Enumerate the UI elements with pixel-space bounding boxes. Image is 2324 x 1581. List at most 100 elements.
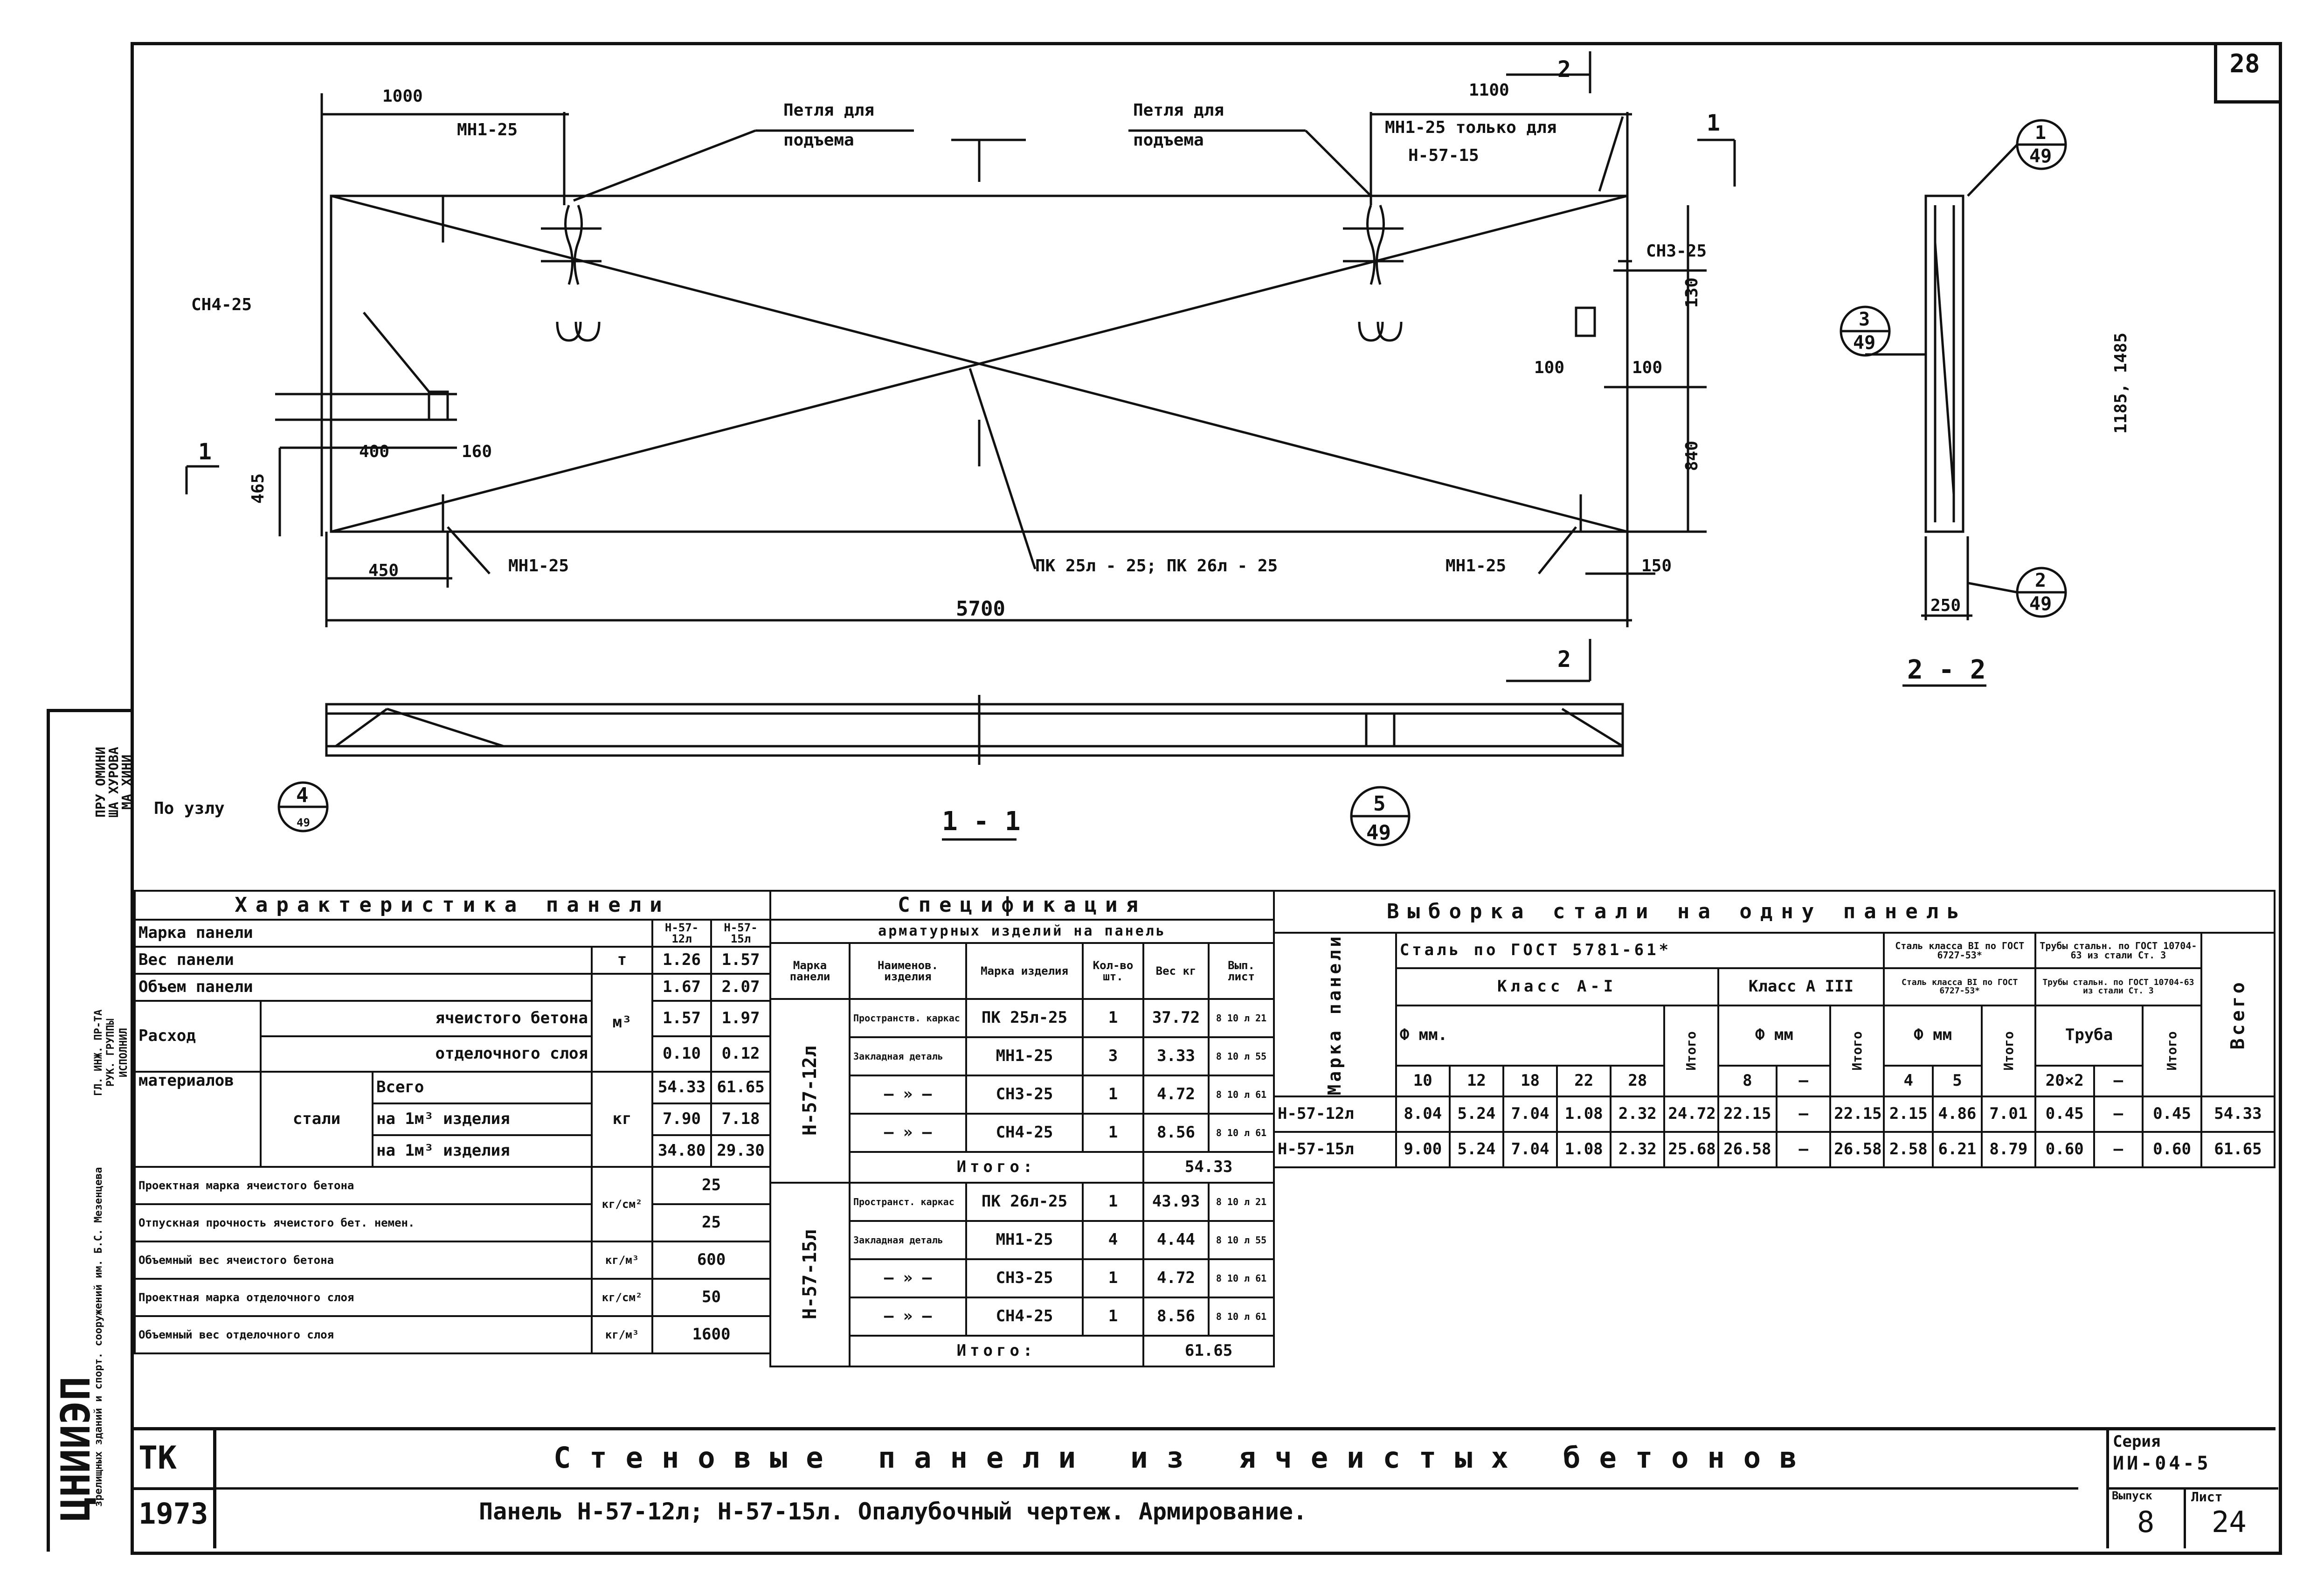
spec-row-mark: ПК 25л-25 [965, 998, 1084, 1038]
spec-row-name: — » — [849, 1075, 967, 1115]
issue-divider [2184, 1487, 2186, 1548]
steel-cell: 5.24 [1448, 1130, 1504, 1168]
materials-label: материалов [134, 1071, 262, 1168]
side-stamp-org-sub: зрелищных зданий и спорт. сооружений им.… [93, 1167, 104, 1507]
spec-total-1: 54.33 [1142, 1151, 1275, 1184]
dim-130: 130 [1682, 277, 1702, 308]
steel-diam: 12 [1448, 1064, 1504, 1097]
spec-h-weight: Вес кг [1142, 942, 1210, 1000]
tk-divider [134, 1487, 213, 1490]
issue-value: 8 [2137, 1505, 2155, 1539]
panel-elevation [330, 194, 1629, 533]
steel-cell: — [2093, 1095, 2144, 1133]
steel-pipe-size: 20×2 [2034, 1064, 2095, 1097]
section-mark-2-top: 2 [1557, 56, 1571, 83]
label-sn4: СН4-25 [191, 295, 252, 314]
steel-class-a3: Класс А III [1717, 967, 1885, 1006]
steel-cell: — [2093, 1130, 2144, 1168]
spec-row-qty: 1 [1082, 1075, 1144, 1115]
weight-a: 1.26 [651, 946, 712, 975]
spec-row-name: Закладная деталь [849, 1220, 967, 1260]
dim-465: 465 [249, 473, 268, 504]
prop-unit-1: кг/см² [591, 1166, 653, 1242]
steel-item-a: 7.90 [651, 1103, 712, 1136]
steel-row-mark: Н-57-12л [1273, 1095, 1397, 1133]
mn1-only-1: МН1-25 только для [1385, 118, 1556, 137]
weight-label: Вес панели [134, 946, 593, 975]
title-block: ТК 1973 Стеновые панели из ячеистых бето… [134, 1427, 2278, 1552]
steel-cell: 8.04 [1395, 1095, 1451, 1133]
spec-row-qty: 4 [1082, 1220, 1144, 1260]
spec-total-2: 61.65 [1142, 1335, 1275, 1367]
spec-row-mark: МН1-25 [965, 1220, 1084, 1260]
finish-b: 0.12 [710, 1035, 772, 1073]
series-divider [2109, 1487, 2278, 1490]
spec-row-qty: 1 [1082, 1113, 1144, 1153]
spec-row-qty: 3 [1082, 1036, 1144, 1076]
label-mn1-top: МН1-25 [457, 120, 518, 139]
spec-row-weight: 3.33 [1142, 1036, 1210, 1076]
spec-total-label-1: Итого: [849, 1151, 1144, 1184]
steel-cell: 61.65 [2200, 1130, 2276, 1168]
spec-row-name: — » — [849, 1258, 967, 1298]
steel-conc-label: на 1м³ изделия [372, 1134, 593, 1168]
steel-bt-label: Сталь класса ВI по ГОСТ 6727-53* [1883, 932, 2036, 969]
spec-row-weight: 37.72 [1142, 998, 1210, 1038]
steel-gost-label: Сталь по ГОСТ 5781-61* [1395, 932, 1885, 969]
spec-row-mark: СН3-25 [965, 1258, 1084, 1298]
title-divider [213, 1487, 2078, 1490]
spec-h-qty: Кол-во шт. [1082, 942, 1144, 1000]
section-1-1-strip [325, 703, 1624, 757]
steel-cell: 24.72 [1663, 1095, 1719, 1133]
spec-row-mark: МН1-25 [965, 1036, 1084, 1076]
finish-label: отделочного слоя [260, 1035, 593, 1073]
steel-cell: — [1776, 1095, 1832, 1133]
volume-a: 1.67 [651, 973, 712, 1002]
prop-value-3: 600 [651, 1241, 772, 1280]
spec-total-label-2: Итого: [849, 1335, 1144, 1367]
prop-value-2: 25 [651, 1203, 772, 1242]
steel-cell: 2.15 [1883, 1095, 1934, 1133]
steel-cell: 2.32 [1610, 1095, 1666, 1133]
steel-phi-a1: Ф мм. [1395, 1005, 1666, 1067]
steel-a3-total-label: Итого [1830, 1005, 1884, 1096]
label-mn1-bl: МН1-25 [508, 556, 569, 576]
prop-value-1: 25 [651, 1166, 772, 1205]
section-mark-1-right: 1 [1707, 110, 1720, 136]
steel-diam: 4 [1883, 1064, 1934, 1097]
spec-row-weight: 8.56 [1142, 1297, 1210, 1337]
steel-a1-total-label: Итого [1664, 1005, 1718, 1096]
steel-class-a1: Класс А-I [1395, 967, 1719, 1006]
steel-diam: 8 [1717, 1064, 1778, 1097]
panel-char-title: Характеристика панели [133, 890, 772, 921]
dim-100b: 100 [1632, 358, 1662, 377]
node-4: 4 [296, 784, 309, 807]
prop-label-4: Проектная марка отделочного слоя [134, 1278, 593, 1317]
dim-100a: 100 [1534, 358, 1564, 377]
label-pk: ПК 25л - 25; ПК 26л - 25 [1035, 556, 1278, 576]
section-mark-2-bottom: 2 [1557, 646, 1571, 673]
steel-phi-bt: Ф мм [1883, 1005, 1983, 1067]
steel-cell: 26.58 [1829, 1130, 1885, 1168]
panel-mark-b: Н-57-15л [710, 919, 772, 948]
steel-cell: 7.04 [1502, 1095, 1558, 1133]
steel-cell: 0.45 [2034, 1095, 2095, 1133]
steel-cell: 7.01 [1980, 1095, 2036, 1133]
series-value: ИИ-04-5 [2113, 1453, 2211, 1474]
loop-left-1: Петля для [783, 101, 874, 120]
year: 1973 [138, 1497, 208, 1531]
dim-150: 150 [1641, 556, 1672, 576]
steel-sample-table: Выборка стали на одну панель Марка панел… [1273, 890, 2276, 1168]
series-box: Серия ИИ-04-5 Выпуск 8 Лист 24 [2106, 1430, 2278, 1548]
side-stamp-role-2: РУК. ГРУППЫ [105, 1019, 117, 1087]
spec-row-sheet: 8 10 л 61 [1207, 1113, 1275, 1153]
dim-840: 840 [1682, 441, 1702, 471]
weight-b: 1.57 [710, 946, 772, 975]
node-4-sheet: 49 [297, 816, 310, 829]
dim-250: 250 [1930, 596, 1961, 615]
issue-label: Выпуск [2112, 1489, 2152, 1502]
steel-phi-a3: Ф мм [1717, 1005, 1832, 1067]
steel-cell: 0.45 [2142, 1095, 2202, 1133]
steel-cell: 4.86 [1932, 1095, 1983, 1133]
spec-h-panel: Марка панели [769, 942, 851, 1000]
